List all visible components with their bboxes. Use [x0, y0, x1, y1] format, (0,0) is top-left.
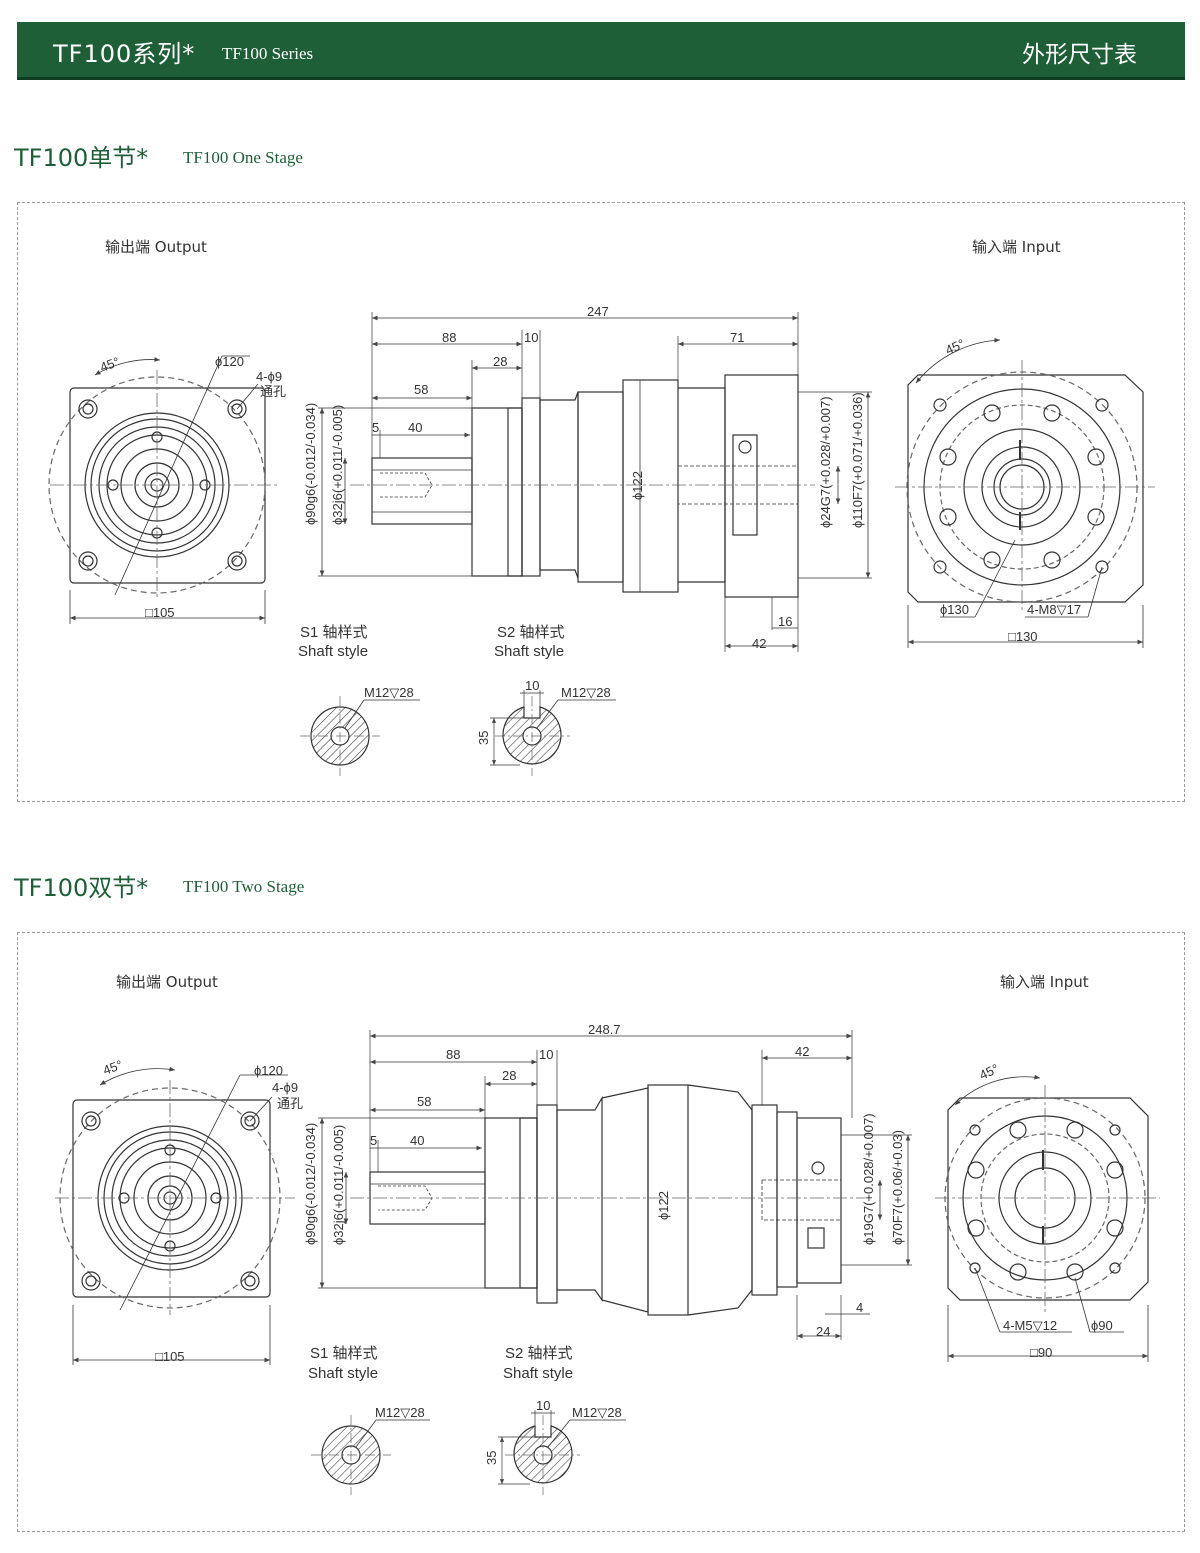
- two-dim-total: 248.7: [588, 1022, 621, 1037]
- two-stage-title-en: TF100 Two Stage: [183, 877, 305, 896]
- header-right-label: 外形尺寸表: [1022, 42, 1137, 68]
- two-in-phi90: ϕ90: [1091, 1318, 1113, 1333]
- one-dim-88: 88: [442, 330, 456, 345]
- two-s2-section: [498, 1410, 626, 1495]
- two-dim-phi122: ϕ122: [656, 1191, 671, 1220]
- two-s2-thread: M12▽28: [572, 1405, 622, 1420]
- header-banner: TF100系列* TF100 Series 外形尺寸表: [17, 22, 1185, 80]
- two-dim-5: 5: [370, 1133, 377, 1148]
- one-s2-section: [490, 690, 616, 776]
- two-dim-40: 40: [410, 1133, 424, 1148]
- two-dim-phi90: ϕ90g6(-0.012/-0.034): [303, 1123, 318, 1245]
- two-s2-key-height: 35: [484, 1451, 499, 1465]
- two-in-square: □90: [1030, 1345, 1052, 1360]
- one-dim-40: 40: [408, 420, 422, 435]
- two-dim-4: 4: [856, 1300, 863, 1315]
- two-dim-88: 88: [446, 1047, 460, 1062]
- one-in-angle: 45°: [943, 336, 967, 358]
- one-dim-phi32: ϕ32j6(+0.011/-0.005): [330, 405, 345, 525]
- one-s1-thread: M12▽28: [364, 685, 414, 700]
- one-stage-title-cn: TF100单节*: [14, 144, 149, 172]
- one-dim-71: 71: [730, 330, 744, 345]
- one-stage-title-en: TF100 One Stage: [183, 148, 303, 167]
- two-stage-title-cn: TF100双节*: [14, 874, 149, 902]
- two-s1-thread: M12▽28: [375, 1405, 425, 1420]
- two-out-square: □105: [155, 1349, 185, 1364]
- series-title-en: TF100 Series: [222, 44, 314, 63]
- two-stage-drawing-panel: [17, 932, 1185, 1532]
- one-s2-title: S2 轴样式: [497, 624, 565, 641]
- one-s2-key-height: 35: [476, 731, 491, 745]
- one-s2-key-width: 10: [525, 678, 539, 693]
- one-stage-output-view: [48, 355, 280, 624]
- two-stage-input-label: 输入端 Input: [1000, 973, 1089, 991]
- one-stage-drawing-panel: [17, 202, 1185, 802]
- one-s2-thread: M12▽28: [561, 685, 611, 700]
- one-dim-phi90: ϕ90g6(-0.012/-0.034): [303, 403, 318, 525]
- one-dim-42: 42: [752, 636, 766, 651]
- one-dim-phi110: ϕ110F7(+0.071/+0.036): [850, 392, 865, 528]
- two-s2-title: S2 轴样式: [505, 1345, 573, 1362]
- two-stage-output-label: 输出端 Output: [116, 973, 218, 991]
- two-s1-title: S1 轴样式: [310, 1345, 378, 1362]
- one-stage-input-view: [895, 337, 1155, 648]
- one-stage-input-label: 输入端 Input: [972, 238, 1061, 256]
- two-dim-42: 42: [795, 1044, 809, 1059]
- two-stage-side-view: [318, 1030, 912, 1340]
- two-out-angle: 45°: [101, 1057, 125, 1078]
- one-in-square: □130: [1008, 629, 1038, 644]
- series-title-cn: TF100系列*: [53, 40, 196, 68]
- two-s2-sub: Shaft style: [503, 1365, 573, 1382]
- one-s1-sub: Shaft style: [298, 643, 368, 660]
- one-stage-side-view: [318, 312, 872, 652]
- two-dim-28: 28: [502, 1068, 516, 1083]
- two-out-through: 通孔: [277, 1096, 303, 1111]
- one-s1-section: [300, 696, 420, 776]
- one-out-square: □105: [145, 605, 175, 620]
- two-s1-section: [311, 1415, 430, 1495]
- one-in-phi130: ϕ130: [940, 602, 969, 617]
- two-dim-phi32: ϕ32j6(+0.011/-0.005): [331, 1125, 346, 1245]
- one-dim-16: 16: [778, 614, 792, 629]
- two-s2-key-width: 10: [536, 1398, 550, 1413]
- two-out-holes: 4-ϕ9: [272, 1080, 298, 1095]
- one-dim-58: 58: [414, 382, 428, 397]
- one-dim-5: 5: [372, 420, 379, 435]
- two-in-tap: 4-M5▽12: [1003, 1318, 1057, 1333]
- two-dim-phi19: ϕ19G7(+0.028/+0.007): [861, 1113, 876, 1245]
- one-out-phi120: ϕ120: [215, 354, 244, 369]
- one-dim-phi122: ϕ122: [630, 471, 645, 500]
- one-dim-phi24: ϕ24G7(+0.028/+0.007): [818, 396, 833, 528]
- one-out-through: 通孔: [260, 384, 286, 399]
- one-dim-28: 28: [493, 354, 507, 369]
- two-dim-24: 24: [816, 1324, 830, 1339]
- two-dim-58: 58: [417, 1094, 431, 1109]
- two-dim-10: 10: [539, 1047, 553, 1062]
- one-s1-title: S1 轴样式: [300, 624, 368, 641]
- one-s2-sub: Shaft style: [494, 643, 564, 660]
- two-s1-sub: Shaft style: [308, 1365, 378, 1382]
- two-out-phi120: ϕ120: [254, 1063, 283, 1078]
- two-stage-output-view: [55, 1066, 295, 1365]
- one-out-holes: 4-ϕ9: [256, 369, 282, 384]
- one-dim-10: 10: [524, 330, 538, 345]
- one-out-angle: 45°: [98, 354, 122, 375]
- one-stage-output-label: 输出端 Output: [105, 238, 207, 256]
- two-dim-phi70: ϕ70F7(+0.06/+0.03): [890, 1130, 905, 1245]
- one-dim-total: 247: [587, 304, 609, 319]
- two-stage-input-view: [935, 1074, 1160, 1362]
- one-in-tap: 4-M8▽17: [1027, 602, 1081, 617]
